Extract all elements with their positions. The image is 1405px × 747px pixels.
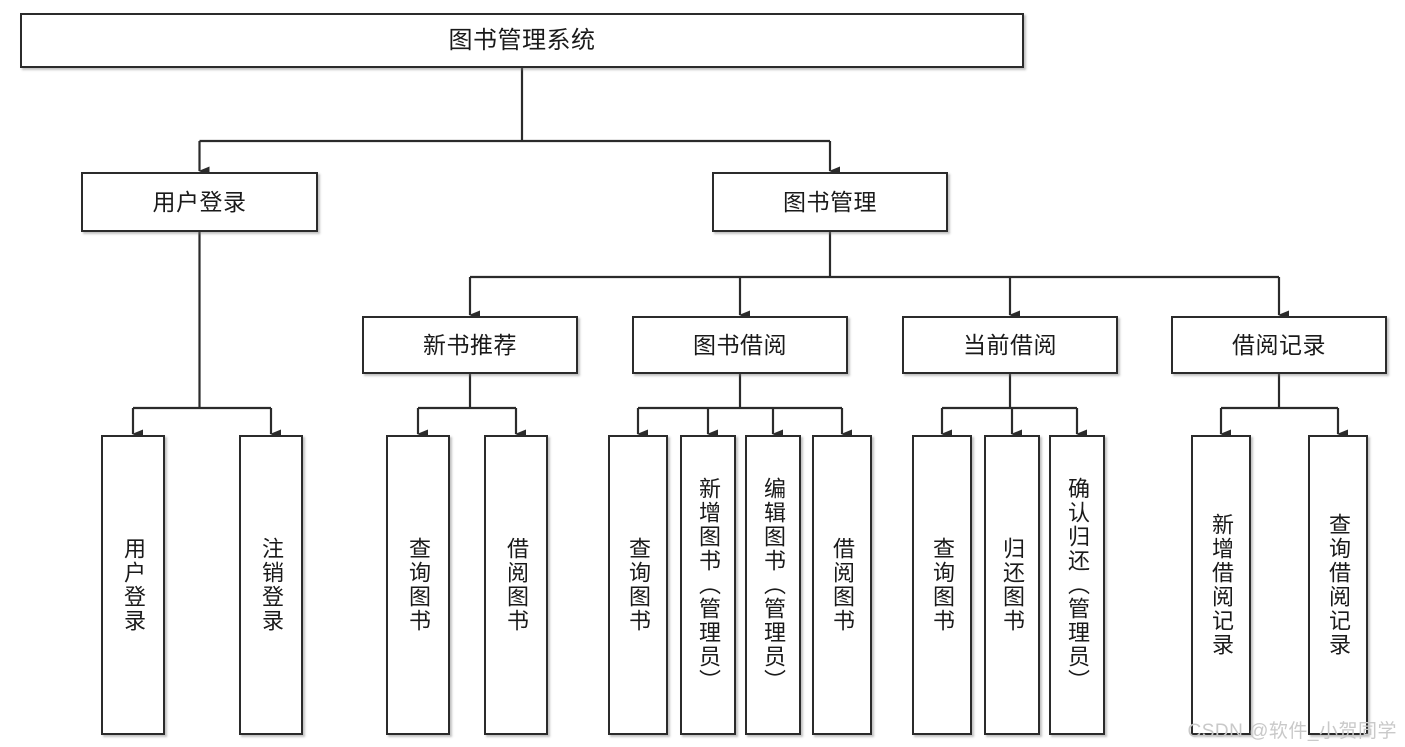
node-leaf-add-book-admin[interactable]: 新增图书（管理员） — [680, 435, 736, 735]
node-label: 查询图书 — [625, 537, 651, 633]
node-leaf-return-book[interactable]: 归还图书 — [984, 435, 1040, 735]
node-current-borrow[interactable]: 当前借阅 — [902, 316, 1118, 374]
node-root[interactable]: 图书管理系统 — [20, 13, 1024, 68]
node-leaf-query-book-2[interactable]: 查询图书 — [608, 435, 668, 735]
node-leaf-user-login[interactable]: 用户登录 — [101, 435, 165, 735]
node-label: 归还图书 — [999, 537, 1025, 633]
node-label: 图书借阅 — [693, 331, 787, 358]
node-leaf-confirm-return-admin[interactable]: 确认归还（管理员） — [1049, 435, 1105, 735]
node-user-login[interactable]: 用户登录 — [81, 172, 318, 232]
node-book-borrow[interactable]: 图书借阅 — [632, 316, 848, 374]
node-leaf-edit-book-admin[interactable]: 编辑图书（管理员） — [745, 435, 801, 735]
node-label: 图书管理 — [783, 188, 877, 215]
node-label: 查询图书 — [405, 537, 431, 633]
node-label: 查询图书 — [929, 537, 955, 633]
node-leaf-logout-login[interactable]: 注销登录 — [239, 435, 303, 735]
node-book-management[interactable]: 图书管理 — [712, 172, 948, 232]
node-label: 借阅记录 — [1232, 331, 1326, 358]
node-label: 新书推荐 — [423, 331, 517, 358]
watermark-text: CSDN @软件_小贺同学 — [1187, 721, 1397, 742]
node-label: 编辑图书（管理员） — [760, 477, 786, 693]
node-leaf-borrow-book-1[interactable]: 借阅图书 — [484, 435, 548, 735]
node-new-book-recommend[interactable]: 新书推荐 — [362, 316, 578, 374]
node-label: 当前借阅 — [963, 331, 1057, 358]
node-leaf-query-book-1[interactable]: 查询图书 — [386, 435, 450, 735]
node-label: 借阅图书 — [829, 537, 855, 633]
node-leaf-query-borrow-record[interactable]: 查询借阅记录 — [1308, 435, 1368, 735]
node-label: 新增借阅记录 — [1208, 513, 1234, 657]
node-label: 用户登录 — [120, 537, 146, 633]
node-leaf-add-borrow-record[interactable]: 新增借阅记录 — [1191, 435, 1251, 735]
node-label: 借阅图书 — [503, 537, 529, 633]
node-label: 注销登录 — [258, 537, 284, 633]
node-borrow-record[interactable]: 借阅记录 — [1171, 316, 1387, 374]
node-label: 用户登录 — [152, 188, 247, 215]
node-label: 图书管理系统 — [448, 26, 596, 54]
node-leaf-borrow-book-2[interactable]: 借阅图书 — [812, 435, 872, 735]
node-leaf-query-book-3[interactable]: 查询图书 — [912, 435, 972, 735]
node-label: 确认归还（管理员） — [1064, 477, 1090, 693]
node-label: 新增图书（管理员） — [695, 477, 721, 693]
node-label: 查询借阅记录 — [1325, 513, 1351, 657]
